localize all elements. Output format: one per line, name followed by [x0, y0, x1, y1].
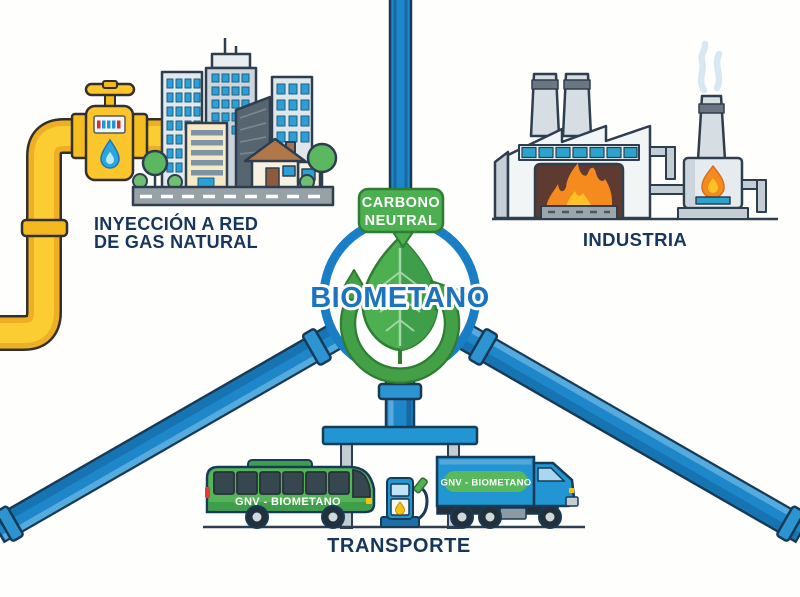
bus-taillight	[205, 487, 210, 498]
badge-line2: NEUTRAL	[365, 213, 438, 229]
pipe-top-vertical	[388, 0, 413, 198]
gas-meter-flame-icon	[100, 138, 120, 169]
truck-marker-light	[569, 488, 574, 493]
gas-valve-icon	[84, 80, 136, 111]
smoke-icon	[697, 40, 723, 94]
pipe-diagonal-left	[0, 324, 343, 544]
pipe-end-cap	[776, 505, 800, 542]
injection-label-line1: INYECCIÓN A RED	[94, 213, 258, 234]
gas-meter	[70, 104, 149, 182]
industry-label: INDUSTRIA	[583, 229, 687, 250]
bus-wheels	[245, 505, 345, 529]
pipe-flange	[377, 382, 423, 401]
biomethane-title: BIOMETANO	[310, 282, 490, 314]
bus-windshield	[352, 469, 371, 498]
bus-icon: GNV - BIOMETANO	[205, 459, 376, 529]
badge-line1: CARBONO	[362, 195, 440, 211]
yellow-gas-pipe	[0, 80, 172, 351]
pipe-diagonal-right	[457, 324, 800, 544]
city-icon	[131, 38, 338, 207]
recycle-arrow-icon	[337, 269, 461, 384]
road	[131, 185, 335, 207]
truck-wheels	[450, 505, 562, 529]
fuel-pump-icon	[380, 477, 429, 528]
bus-label: GNV - BIOMETANO	[235, 496, 341, 508]
pipe-flange	[301, 328, 332, 366]
pump-screen	[390, 483, 410, 497]
factory-icon	[492, 40, 778, 221]
truck-label: GNV - BIOMETANO	[441, 478, 532, 489]
leaf-icon	[361, 235, 439, 364]
pipe-coupling	[20, 218, 69, 238]
truck-icon: GNV - BIOMETANO	[435, 455, 579, 529]
fuel-drop-icon	[394, 501, 406, 515]
boiler	[677, 40, 767, 220]
truck-label-pill	[444, 471, 528, 492]
truck-window	[537, 467, 566, 482]
pipe-flange	[468, 328, 499, 366]
transport-label: TRANSPORTE	[327, 535, 471, 557]
injection-label-line2: DE GAS NATURAL	[94, 232, 258, 252]
biomethane-hub: BIOMETANO CARBONO NEUTRAL	[307, 187, 492, 384]
connector-pipes	[649, 146, 687, 195]
bus-headlight	[366, 498, 372, 504]
gas-station: GNV - BIOMETANO GNV	[203, 425, 585, 529]
pump-nozzle	[413, 477, 428, 494]
carbon-neutral-badge: CARBONO NEUTRAL	[357, 187, 445, 249]
pipe-end-cap	[0, 505, 24, 542]
